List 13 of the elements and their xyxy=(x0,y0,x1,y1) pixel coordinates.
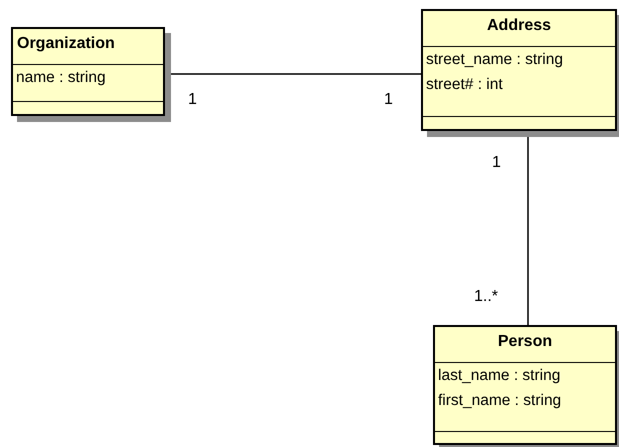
multiplicity-label: 1 xyxy=(384,91,393,109)
attribute-text: first_name : string xyxy=(438,392,562,410)
attribute-text: street# : int xyxy=(426,76,504,94)
class-name: Organization xyxy=(17,35,115,52)
attribute-text: name : string xyxy=(16,69,107,87)
class-name: Person xyxy=(498,333,552,350)
class-name: Address xyxy=(486,17,552,34)
multiplicity-label: 1..* xyxy=(474,288,498,306)
multiplicity-label: 1 xyxy=(188,91,197,109)
multiplicity-label: 1 xyxy=(492,154,501,172)
attribute-text: last_name : string xyxy=(438,367,562,385)
class-box xyxy=(433,325,617,445)
attribute-text: street_name : string xyxy=(426,51,564,69)
